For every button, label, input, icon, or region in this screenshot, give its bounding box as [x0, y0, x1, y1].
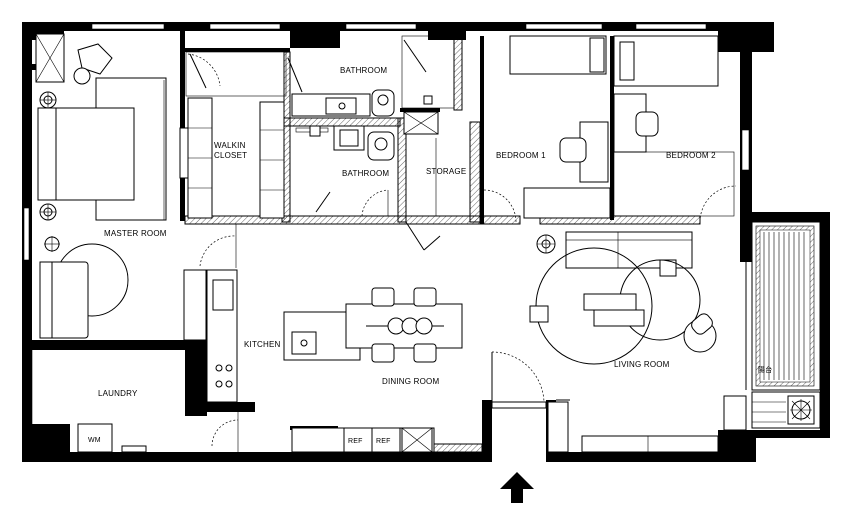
master-room-furniture: [35, 33, 167, 339]
label-bedroom-1: BEDROOM 1: [496, 151, 546, 160]
label-master-room: MASTER ROOM: [104, 229, 167, 238]
bedroom-furniture: [483, 35, 737, 223]
label-fridge-1: REF: [348, 438, 363, 445]
entrance-door: [491, 351, 547, 409]
label-kitchen: KITCHEN: [244, 340, 281, 349]
outer-walls: [22, 22, 774, 462]
living-room-furniture: [529, 231, 747, 453]
label-walkin-closet-line1: WALKIN: [214, 141, 246, 150]
balcony: [745, 212, 830, 438]
entrance-arrow-icon: [500, 472, 534, 503]
room-labels: BATHROOM WALKIN CLOSET BATHROOM STORAGE …: [88, 66, 772, 445]
label-bathroom-mid: BATHROOM: [342, 169, 389, 178]
label-washer: WM: [88, 437, 101, 444]
label-dining-room: DINING ROOM: [382, 377, 439, 386]
label-walkin-closet-line2: CLOSET: [214, 151, 247, 160]
interior-walls: [22, 31, 701, 430]
label-living-room: LIVING ROOM: [614, 360, 670, 369]
label-bedroom-2: BEDROOM 2: [666, 151, 716, 160]
kitchen-dining-furniture: [183, 224, 483, 453]
label-fridge-2: REF: [376, 438, 391, 445]
label-laundry: LAUNDRY: [98, 389, 138, 398]
label-balcony: 陽台: [758, 365, 772, 374]
label-storage: STORAGE: [426, 167, 466, 176]
bathroom-fixtures: [287, 35, 455, 251]
label-bathroom-top: BATHROOM: [340, 66, 387, 75]
walkin-closet-furniture: [179, 51, 287, 219]
laundry-fixtures: [31, 350, 147, 453]
